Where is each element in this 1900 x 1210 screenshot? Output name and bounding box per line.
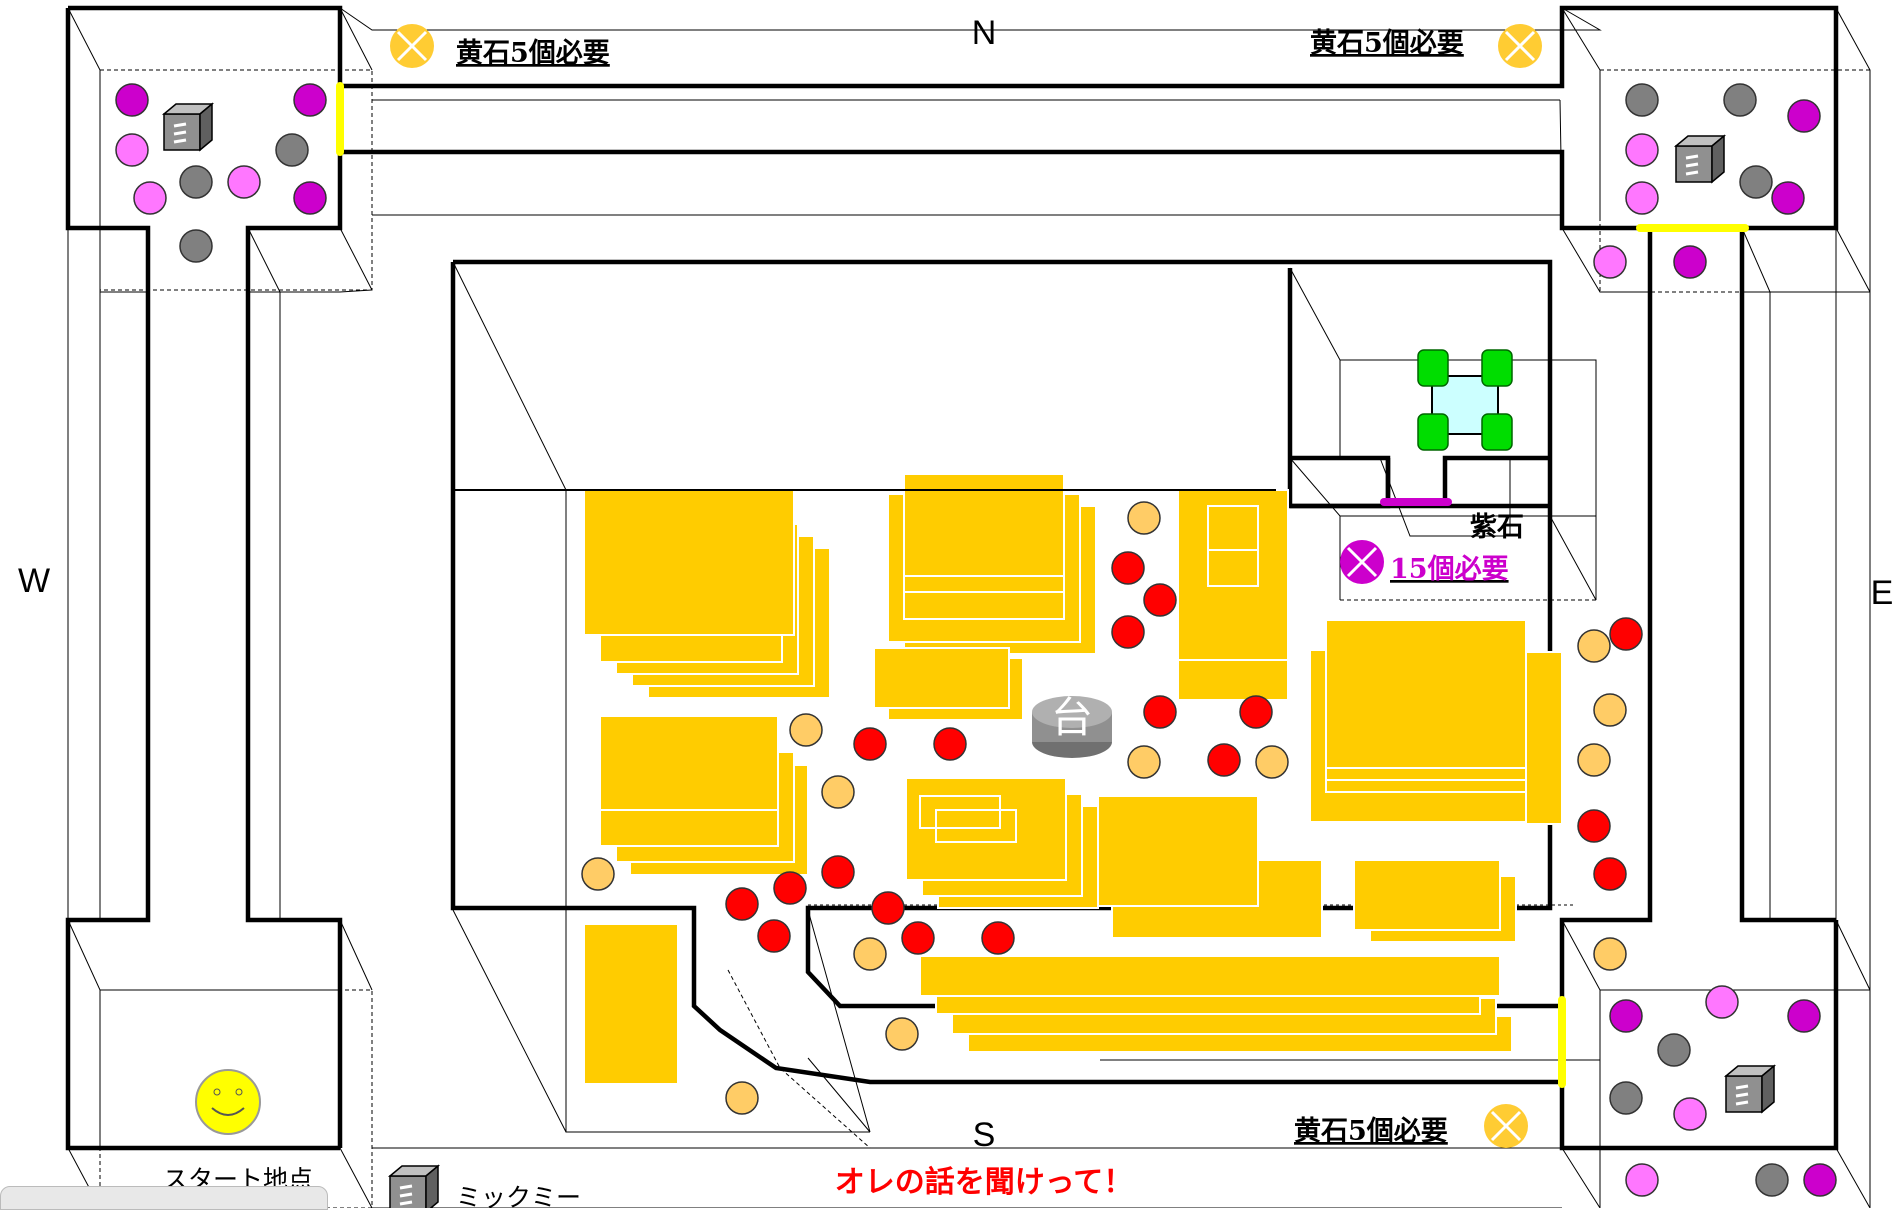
pink-stone-icon [115,133,149,167]
red-stone-icon [821,855,855,889]
yellow-x-icon [1484,1104,1528,1148]
red-stone-icon [1239,695,1273,729]
gray-stone-icon [275,133,309,167]
main-walls [65,5,1839,1151]
red-stone-icon [901,921,935,955]
mikkumii-label: ミックミー [456,1183,581,1208]
orange-stone-icon [885,1017,919,1051]
orange-stone-icon [1577,629,1611,663]
gray-stone-icon [179,229,213,263]
purple-stone-icon [1803,1163,1837,1197]
yellow-requirement-label: 黄石5個必要 [1310,28,1464,59]
purple-stone-icon [1787,999,1821,1033]
gray-stone-icon [1755,1163,1789,1197]
purple-stone-icon [115,83,149,117]
orange-stone-icon [581,857,615,891]
compass-west: W [18,562,50,600]
compass-south: S [973,1116,996,1154]
gray-stone-icon [1723,83,1757,117]
yellow-requirement-label: 黄石5個必要 [1294,1116,1448,1147]
orange-stone-icon [1593,937,1627,971]
start-smiley-icon [195,1069,261,1135]
red-stone-icon [773,871,807,905]
red-stone-icon [933,727,967,761]
stones-layer [115,83,1837,1197]
purple-stone-icon [1771,181,1805,215]
buildings [583,473,1563,1085]
red-stone-icon [1111,551,1145,585]
yellow-x-icon [1498,24,1542,68]
orange-stone-icon [821,775,855,809]
orange-stone-icon [853,937,887,971]
red-stone-icon [1577,809,1611,843]
purple-stone-icon [1787,99,1821,133]
orange-stone-icon [725,1081,759,1115]
purple-stone-icon [1609,999,1643,1033]
red-stone-icon [1111,615,1145,649]
pink-stone-icon [1673,1097,1707,1131]
center-stand-label: 台 [1051,693,1093,742]
gray-stone-icon [1625,83,1659,117]
red-stone-icon [853,727,887,761]
orange-stone-icon [789,713,823,747]
pink-stone-icon [227,165,261,199]
purple-requirement-label: 15個必要 [1390,554,1509,585]
orange-stone-icon [1255,745,1289,779]
gray-stone-icon [1657,1033,1691,1067]
red-stone-icon [725,887,759,921]
mikkumii-boxes [161,102,1777,1208]
red-stone-icon [1593,857,1627,891]
red-stone-icon [757,919,791,953]
gray-stone-icon [179,165,213,199]
yellow-x-icon [390,24,434,68]
requirement-markers [390,24,1542,1148]
pink-stone-icon [133,181,167,215]
building-details [584,505,1526,843]
red-stone-icon [871,891,905,925]
purple-stone-icon [1673,245,1707,279]
red-stone-icon [981,921,1015,955]
pink-stone-icon [1705,985,1739,1019]
purple-x-icon [1340,540,1384,584]
bottom-tab[interactable] [0,1186,328,1210]
red-stone-icon [1143,583,1177,617]
orange-stone-icon [1577,743,1611,777]
pink-stone-icon [1625,1163,1659,1197]
gates [336,82,1749,1088]
compass-east: E [1871,574,1894,612]
pink-stone-icon [1625,133,1659,167]
requirement-labels: 黄石5個必要 黄石5個必要 黄石5個必要 15個必要 [456,28,1509,1147]
compass-north: N [972,14,997,52]
pink-stone-icon [1593,245,1627,279]
purple-stone-icon [293,181,327,215]
purple-stone-label: 紫石 [1470,512,1524,543]
yellow-requirement-label: 黄石5個必要 [456,38,610,69]
red-stone-icon [1207,743,1241,777]
dialogue-text: オレの話を聞けって！ [835,1165,1134,1200]
pink-stone-icon [1625,181,1659,215]
orange-stone-icon [1127,501,1161,535]
purple-stone-icon [293,83,327,117]
center-stand [1032,696,1112,758]
red-stone-icon [1143,695,1177,729]
compass: N S E W [18,14,1893,1154]
gray-stone-icon [1609,1081,1643,1115]
gray-stone-icon [1739,165,1773,199]
orange-stone-icon [1593,693,1627,727]
red-stone-icon [1609,617,1643,651]
treasure-table [1417,349,1513,451]
orange-stone-icon [1127,745,1161,779]
